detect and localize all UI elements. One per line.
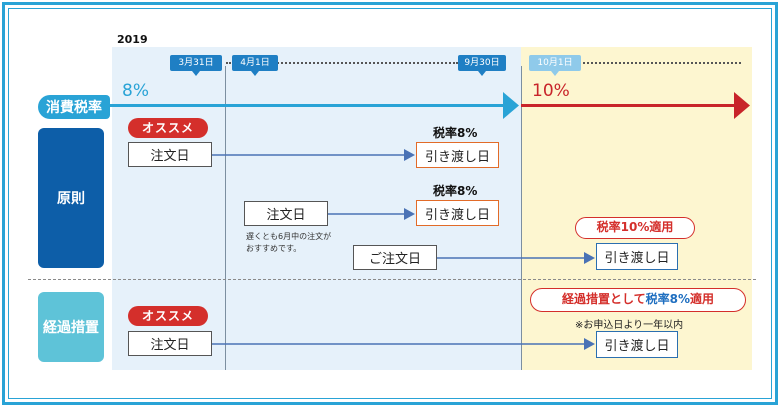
timeline-dots-1 [226, 62, 458, 64]
order-date-box-1: 注文日 [128, 142, 212, 167]
tax-rate-label: 消費税率 [38, 95, 110, 119]
tax-rate-arrow-red [521, 92, 750, 119]
rate10-applied-badge: 税率10%適用 [575, 217, 695, 239]
section-separator [28, 279, 756, 280]
date-tag-sep30: 9月30日 [458, 55, 506, 76]
period-after-background [521, 47, 752, 370]
flow-arrow-3 [437, 252, 595, 264]
date-tag-oct1: 10月1日 [529, 55, 581, 76]
rate8-label-1: 税率8% [433, 126, 478, 140]
delivery-date-box-2: 引き渡し日 [416, 200, 499, 226]
tax-rate-arrow-blue [110, 92, 519, 119]
order-date-box-3: ご注文日 [353, 245, 437, 270]
year-label: 2019 [117, 33, 148, 46]
section-transition: 経過措置 [38, 292, 104, 362]
transition-prefix: 経過措置として [561, 292, 646, 306]
date-tag-mar31: 3月31日 [170, 55, 222, 76]
date-tag-apr1: 4月1日 [232, 55, 278, 76]
transition-measure-badge: 経過措置として税率8%適用 [530, 288, 746, 312]
june-order-note: 遅くとも6月中の注文がおすすめです。 [246, 232, 332, 253]
delivery-date-box-4: 引き渡し日 [596, 331, 678, 358]
divider-apr1 [225, 66, 226, 370]
flow-arrow-1 [212, 149, 415, 161]
divider-oct1 [521, 66, 522, 370]
section-principle: 原則 [38, 128, 104, 268]
rate8-label-2: 税率8% [433, 184, 478, 198]
delivery-date-box-3: 引き渡し日 [596, 243, 678, 270]
recommend-badge-2: オススメ [128, 306, 208, 326]
delivery-date-box-1: 引き渡し日 [416, 142, 499, 168]
new-rate: 10% [532, 81, 570, 101]
current-rate: 8% [122, 81, 149, 101]
transition-emphasis: 税率8% [645, 292, 690, 306]
transition-note: ※お申込日より一年以内 [575, 320, 684, 331]
recommend-badge-1: オススメ [128, 118, 208, 138]
order-date-box-4: 注文日 [128, 331, 212, 356]
order-date-box-2: 注文日 [244, 201, 328, 226]
transition-suffix: 適用 [690, 292, 715, 306]
timeline-dots-2 [583, 62, 741, 64]
flow-arrow-4 [212, 338, 595, 350]
inner-border [8, 8, 772, 399]
flow-arrow-2 [328, 208, 415, 220]
